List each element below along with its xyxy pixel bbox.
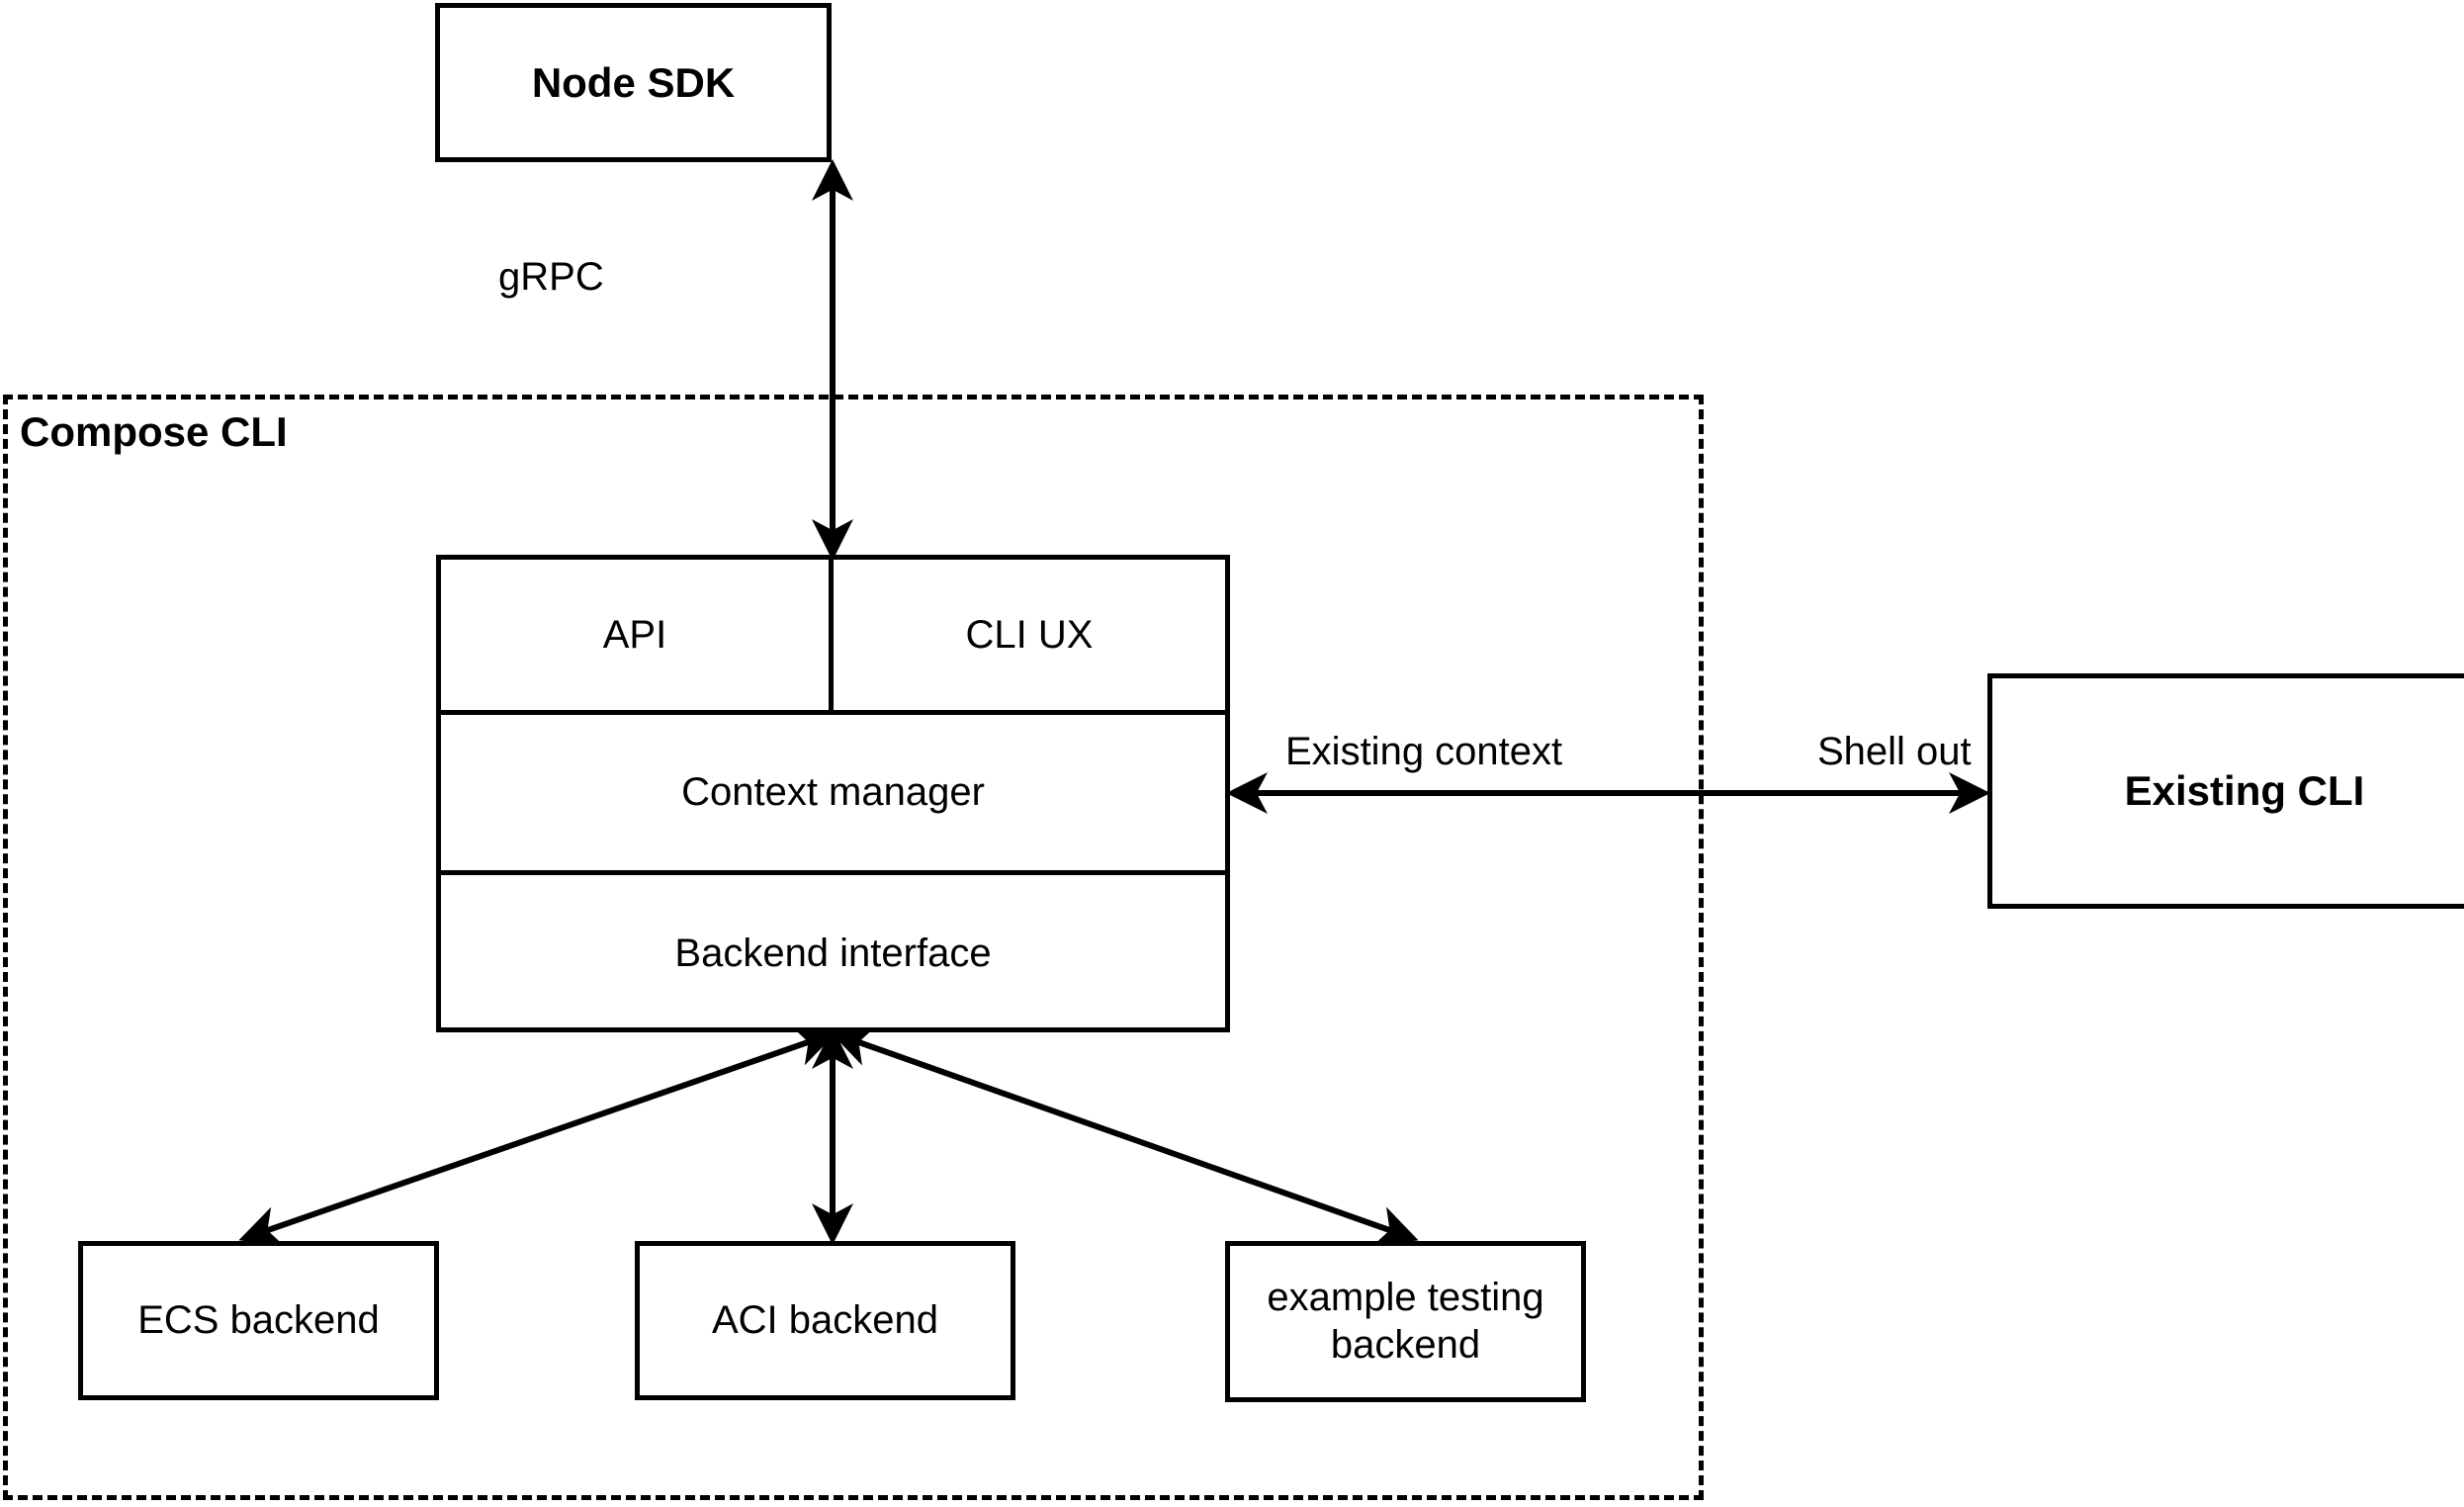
stack-row-backend-interface: Backend interface xyxy=(441,875,1225,1032)
example-testing-backend-box: example testing backend xyxy=(1225,1241,1586,1402)
context-manager-label: Context manager xyxy=(681,770,985,814)
stack-row-api-cliux: API CLI UX xyxy=(441,560,1225,715)
existing-context-edge-label: Existing context xyxy=(1285,730,1563,773)
example-testing-backend-label: example testing backend xyxy=(1267,1276,1544,1367)
cli-ux-label: CLI UX xyxy=(965,612,1094,657)
aci-backend-label: ACI backend xyxy=(711,1297,939,1342)
api-label: API xyxy=(602,612,667,657)
compose-cli-group-boundary xyxy=(3,395,1704,1500)
cli-ux-cell: CLI UX xyxy=(834,560,1225,710)
stack-row-context-manager: Context manager xyxy=(441,715,1225,875)
backend-interface-label: Backend interface xyxy=(674,931,992,975)
node-sdk-label: Node SDK xyxy=(531,58,736,106)
compose-cli-group-label: Compose CLI xyxy=(20,408,288,455)
backend-interface-cell: Backend interface xyxy=(441,875,1225,1032)
existing-cli-label: Existing CLI xyxy=(2124,767,2365,815)
ecs-backend-label: ECS backend xyxy=(137,1297,380,1342)
node-sdk-box: Node SDK xyxy=(435,3,832,162)
shell-out-edge-label: Shell out xyxy=(1817,730,1972,773)
ecs-backend-box: ECS backend xyxy=(78,1241,439,1400)
existing-cli-box: Existing CLI xyxy=(1987,673,2464,909)
aci-backend-box: ACI backend xyxy=(635,1241,1015,1400)
context-manager-cell: Context manager xyxy=(441,715,1225,870)
grpc-edge-label: gRPC xyxy=(498,255,604,299)
api-cell: API xyxy=(441,560,834,710)
compose-cli-stack: API CLI UX Context manager Backend inter… xyxy=(436,555,1230,1032)
